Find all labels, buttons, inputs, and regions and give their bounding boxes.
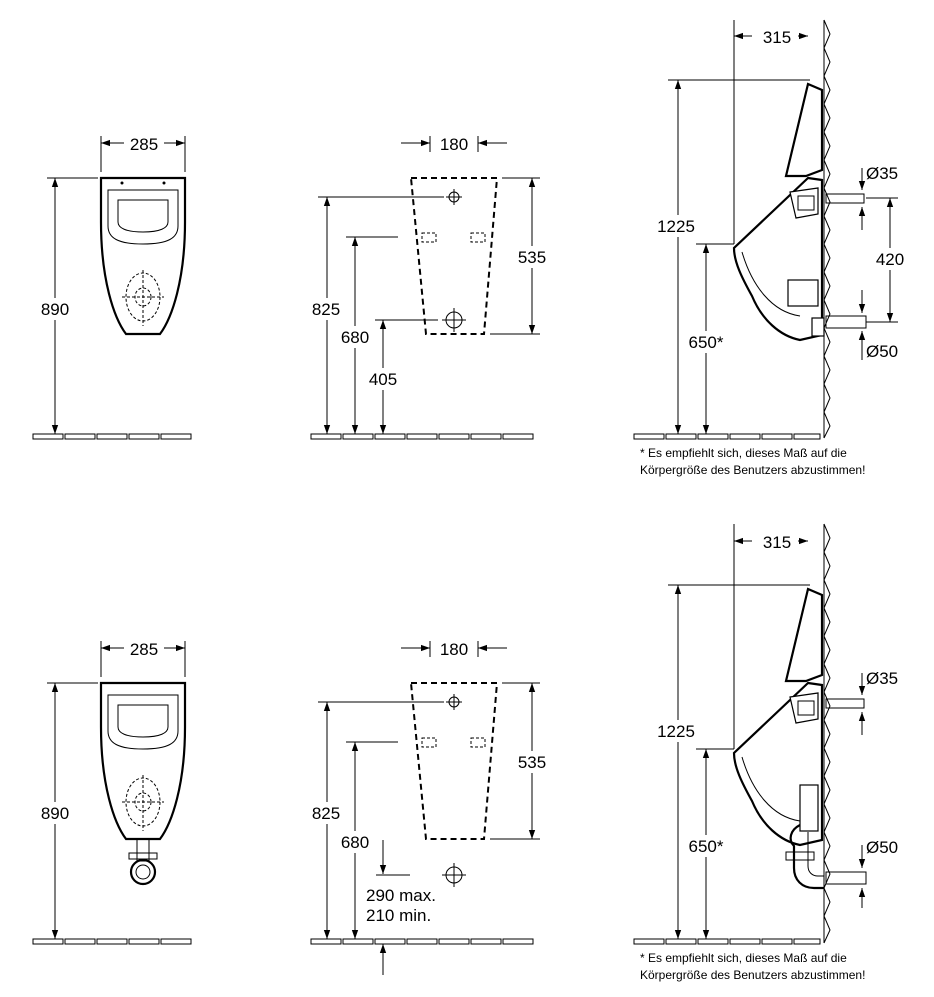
- bottom-front-view: 285 890: [32, 639, 192, 945]
- top-front-height: 890: [41, 300, 69, 319]
- top-front-view: 285 890: [32, 134, 192, 440]
- floor-line: [633, 433, 821, 440]
- top-wall-height-a: 825: [312, 300, 340, 319]
- top-side-inlet: Ø35: [866, 164, 898, 183]
- top-side-depth: 315: [763, 28, 791, 47]
- fixing-bracket: [421, 737, 437, 748]
- bottom-wall-trap-max: 290 max.: [366, 886, 436, 905]
- top-wall-span: 535: [518, 248, 546, 267]
- top-wall-view: 180 825 680 405 535: [306, 135, 554, 440]
- top-wall-width: 180: [440, 135, 468, 154]
- urinal-side-section: [732, 82, 825, 342]
- bottom-wall-height-a: 825: [312, 804, 340, 823]
- fixing-bracket: [421, 232, 437, 243]
- urinal-front-outline: [99, 681, 187, 841]
- bottom-wall-height-b: 680: [341, 833, 369, 852]
- bottom-wall-span: 535: [518, 753, 546, 772]
- top-wall-height-b: 680: [341, 328, 369, 347]
- fixing-bracket: [470, 737, 486, 748]
- urinal-contour-dashed: [409, 682, 499, 840]
- top-side-outlet: Ø50: [866, 342, 898, 361]
- pipe-connections: [825, 698, 865, 709]
- urinal-side-section: [732, 587, 824, 847]
- siphon-front: [128, 838, 158, 886]
- bottom-side-view: 315 1225 650* Ø35 Ø50 * Es empfiehlt sic…: [633, 523, 898, 982]
- top-wall-height-c: 405: [369, 370, 397, 389]
- top-front-width: 285: [130, 135, 158, 154]
- top-side-rim: 650*: [689, 333, 724, 352]
- bottom-note-line-1: * Es empfiehlt sich, dieses Maß auf die: [640, 951, 847, 965]
- bottom-side-outlet: Ø50: [866, 838, 898, 857]
- bottom-note-line-2: Körpergröße des Benutzers abzustimmen!: [640, 968, 865, 982]
- bottom-side-rim: 650*: [689, 837, 724, 856]
- wall: [823, 19, 831, 439]
- floor-line: [32, 938, 192, 945]
- bottom-side-inlet: Ø35: [866, 669, 898, 688]
- urinal-contour-dashed: [409, 177, 499, 335]
- siphon-side: [785, 824, 867, 890]
- floor-line: [310, 938, 534, 945]
- floor-line: [310, 433, 534, 440]
- wall: [823, 523, 831, 944]
- pipe-connections: [825, 193, 867, 329]
- bottom-side-total: 1225: [657, 722, 695, 741]
- bottom-front-width: 285: [130, 640, 158, 659]
- bottom-front-height: 890: [41, 804, 69, 823]
- bottom-wall-view: 180 825 680 290 max. 210 min. 535: [306, 640, 554, 975]
- bottom-wall-width: 180: [440, 640, 468, 659]
- floor-line: [32, 433, 192, 440]
- top-side-total: 1225: [657, 217, 695, 236]
- fixing-bracket: [470, 232, 486, 243]
- top-side-spacing: 420: [876, 250, 904, 269]
- bottom-wall-trap-min: 210 min.: [366, 906, 431, 925]
- bottom-side-depth: 315: [763, 533, 791, 552]
- top-note-line-2: Körpergröße des Benutzers abzustimmen!: [640, 463, 865, 477]
- floor-line: [633, 938, 821, 945]
- top-note-line-1: * Es empfiehlt sich, dieses Maß auf die: [640, 446, 847, 460]
- top-side-view: 315 1225 650* Ø35 420 Ø50 * Es empfiehlt…: [633, 19, 912, 477]
- urinal-front-outline: [99, 176, 187, 336]
